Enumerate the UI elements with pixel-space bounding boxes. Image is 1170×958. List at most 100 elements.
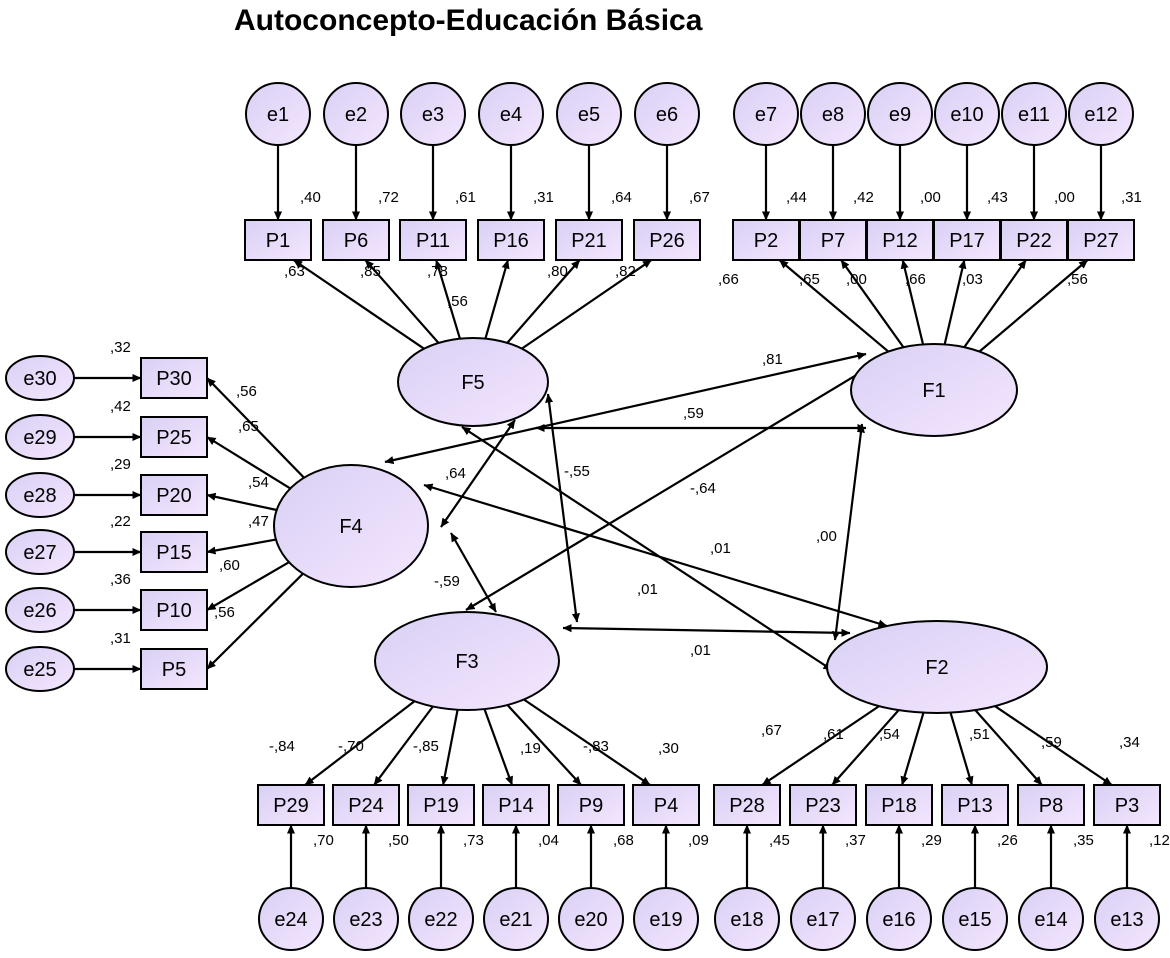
indicator-p24 [332,784,400,826]
indicator-p18 [865,784,933,826]
r2-label-p16: ,31 [533,189,554,206]
loading-arrow-p17 [943,259,967,345]
error-label-e14: e14 [1034,909,1067,931]
factor-f1 [850,343,1018,437]
loading-label-p28: ,67 [761,722,782,739]
loading-arrow-p13 [949,712,974,786]
factor-f4 [273,464,429,588]
indicator-p15 [140,531,208,573]
loading-label-p13: ,51 [969,726,990,743]
indicator-label-p6: P6 [344,230,368,252]
error-e8 [800,82,866,146]
loading-arrow-p12 [900,259,925,345]
r2-label-p1: ,40 [300,189,321,206]
indicator-label-p8: P8 [1039,795,1063,817]
r2-label-p10: ,36 [110,571,131,588]
indicator-label-p30: P30 [156,368,192,390]
r2-label-p3: ,12 [1149,832,1170,849]
covariance-label-f4-f2: ,01 [710,540,731,557]
indicator-p21 [555,219,623,261]
loading-arrow-p20 [206,492,277,512]
loading-label-p30: ,56 [236,383,257,400]
indicator-p11 [399,219,467,261]
loading-arrow-p2 [778,259,890,353]
indicator-label-p2: P2 [754,230,778,252]
indicator-p16 [477,219,545,261]
indicator-p26 [633,219,701,261]
loading-label-p17: ,66 [905,271,926,288]
loading-arrow-p15 [206,538,277,555]
error-label-e7: e7 [755,104,777,126]
error-e6 [634,82,700,146]
error-e26 [5,587,75,633]
error-label-e21: e21 [499,909,532,931]
r2-label-p14: ,04 [538,832,559,849]
covariance-f4-f3 [450,532,497,613]
r2-label-p22: ,00 [1054,189,1075,206]
indicator-p22 [1000,219,1068,261]
error-label-e13: e13 [1110,909,1143,931]
error-e3 [400,82,466,146]
indicator-label-p18: P18 [881,795,917,817]
factor-label-f4: F4 [339,516,362,538]
error-e10 [934,82,1000,146]
loading-label-p6: ,85 [360,263,381,280]
loading-label-p3: ,34 [1119,734,1140,751]
error-label-e25: e25 [23,659,56,681]
loading-arrow-p29 [304,700,416,786]
error-label-e17: e17 [806,909,839,931]
factor-label-f2: F2 [925,657,948,679]
loading-label-p7: ,65 [799,271,820,288]
error-label-e30: e30 [23,368,56,390]
indicator-p23 [789,784,857,826]
covariance-f3-f2 [562,624,851,637]
indicator-label-p10: P10 [156,600,192,622]
labels-layer: F1F2F3F4F5P1e1,63,40P6e2,85,72P11e3,78,6… [23,104,1170,931]
error-label-e15: e15 [958,909,991,931]
indicator-p3 [1093,784,1161,826]
loading-label-p27: ,56 [1067,271,1088,288]
loading-label-p14: ,19 [520,740,541,757]
r2-label-p11: ,61 [455,189,476,206]
loading-label-p20: ,54 [248,474,269,491]
error-e7 [733,82,799,146]
loading-label-p15: ,47 [248,513,269,530]
error-e9 [867,82,933,146]
error-e11 [1001,82,1067,146]
loading-arrow-p3 [994,705,1113,786]
error-e1 [245,82,311,146]
covariance-label-f4-f1: ,81 [762,351,783,368]
loading-label-p22: ,03 [962,271,983,288]
factor-label-f3: F3 [455,651,478,673]
r2-label-p24: ,50 [388,832,409,849]
error-label-e22: e22 [424,909,457,931]
r2-label-p29: ,70 [313,832,334,849]
r2-label-p7: ,42 [853,189,874,206]
loading-label-p2: ,66 [718,271,739,288]
indicator-p4 [632,784,700,826]
loading-arrow-p11 [434,259,461,339]
r2-label-p25: ,42 [110,398,131,415]
error-e16 [866,887,932,951]
loading-label-p25: ,65 [238,418,259,435]
r2-label-p15: ,22 [110,513,131,530]
error-label-e23: e23 [349,909,382,931]
covariance-label-f5-f1: ,59 [683,405,704,422]
r2-label-p18: ,29 [921,832,942,849]
loading-arrow-p5 [206,572,304,670]
covariance-label-f1-f2: ,00 [816,528,837,545]
error-e29 [5,414,75,460]
r2-label-p8: ,35 [1073,832,1094,849]
error-e19 [633,887,699,951]
error-e28 [5,472,75,518]
covariance-label-f5-f3: -,55 [564,463,590,480]
indicator-label-p14: P14 [498,795,534,817]
indicator-label-p21: P21 [571,230,607,252]
loading-label-p8: ,59 [1041,734,1062,751]
loading-label-p26: ,82 [615,263,636,280]
r2-label-p27: ,31 [1121,189,1142,206]
loading-arrow-p21 [506,259,581,344]
covariance-f1-f2 [832,423,865,641]
error-label-e20: e20 [574,909,607,931]
